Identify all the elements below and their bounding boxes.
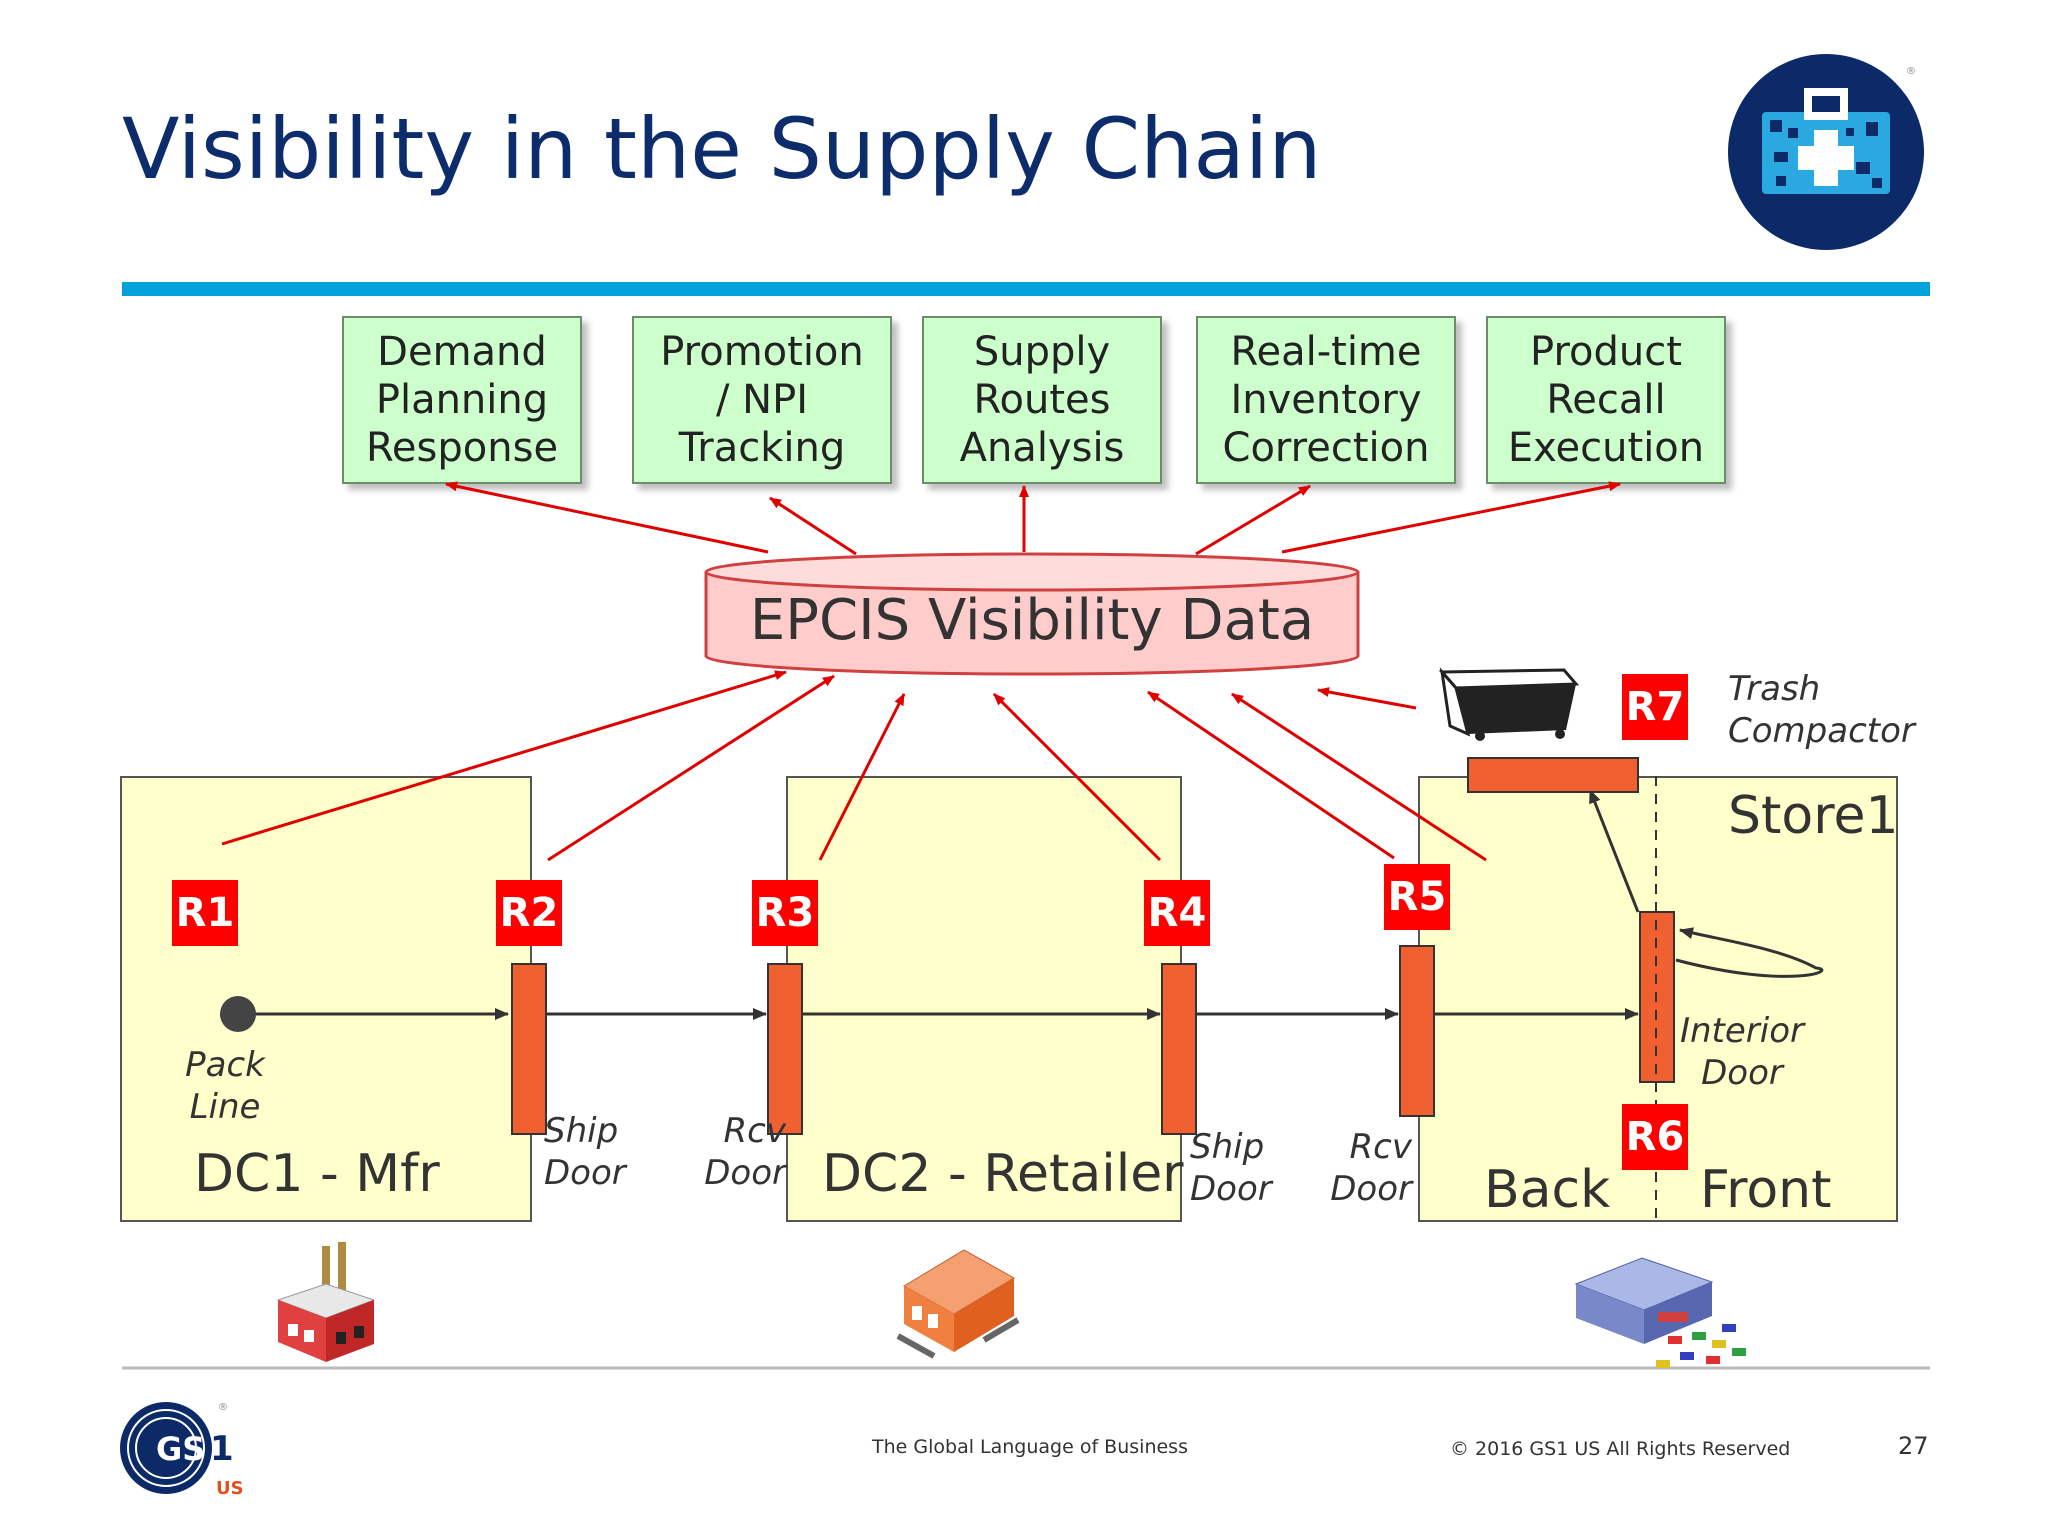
warehouse-icon bbox=[894, 1236, 1024, 1366]
zone-dc1 bbox=[120, 776, 532, 1222]
pack-line-dot bbox=[220, 996, 256, 1032]
reader-r4: R4 bbox=[1144, 880, 1210, 946]
interior-door-label: Interior Door bbox=[1679, 1011, 1805, 1093]
reader-r7: R7 bbox=[1622, 674, 1688, 740]
epcis-cylinder bbox=[704, 552, 1360, 676]
dc2-label: DC2 - Retailer bbox=[822, 1144, 1184, 1204]
rcv-door-2-bar bbox=[1399, 945, 1435, 1117]
reader-r3: R3 bbox=[752, 880, 818, 946]
reader-r6: R6 bbox=[1622, 1104, 1688, 1170]
app-product-recall: Product Recall Execution bbox=[1486, 316, 1726, 484]
ship-door-1-label: Ship Door bbox=[544, 1111, 626, 1193]
ship-door-2-label: Ship Door bbox=[1190, 1127, 1272, 1209]
svg-text:1: 1 bbox=[210, 1429, 234, 1469]
reader-r5: R5 bbox=[1384, 864, 1450, 930]
app-inventory-correction: Real-time Inventory Correction bbox=[1196, 316, 1456, 484]
title-divider bbox=[122, 282, 1930, 296]
app-demand-planning: Demand Planning Response bbox=[342, 316, 582, 484]
compactor-bar bbox=[1467, 757, 1639, 793]
svg-text:GS: GS bbox=[156, 1430, 205, 1468]
app-promotion-tracking: Promotion / NPI Tracking bbox=[632, 316, 892, 484]
page-number: 27 bbox=[1898, 1432, 1929, 1460]
app-supply-routes: Supply Routes Analysis bbox=[922, 316, 1162, 484]
rcv-door-1-label: Rcv Door bbox=[704, 1111, 786, 1193]
svg-text:®: ® bbox=[218, 1402, 228, 1413]
dumpster-icon: ♻ bbox=[1436, 660, 1586, 742]
trash-compactor-label: Trash Compactor bbox=[1728, 669, 1915, 751]
pack-line-label: Pack Line bbox=[185, 1045, 265, 1127]
factory-icon bbox=[270, 1240, 380, 1368]
dc1-label: DC1 - Mfr bbox=[194, 1144, 440, 1204]
svg-text:US: US bbox=[216, 1478, 244, 1499]
svg-text:®: ® bbox=[1906, 66, 1916, 77]
ship-door-1-bar bbox=[511, 963, 547, 1135]
page-title: Visibility in the Supply Chain bbox=[122, 100, 1322, 198]
front-label: Front bbox=[1700, 1160, 1832, 1220]
rcv-door-2-label: Rcv Door bbox=[1330, 1127, 1412, 1209]
rcv-door-1-bar bbox=[767, 963, 803, 1135]
ship-door-2-bar bbox=[1161, 963, 1197, 1135]
reader-r1: R1 bbox=[172, 880, 238, 946]
medical-qr-logo-icon: ® bbox=[1726, 52, 1926, 252]
store-label: Store1 bbox=[1728, 786, 1899, 846]
zone-dc2 bbox=[786, 776, 1182, 1222]
reader-r2: R2 bbox=[496, 880, 562, 946]
svg-text:♻: ♻ bbox=[1466, 693, 1493, 728]
back-label: Back bbox=[1484, 1160, 1611, 1220]
footer-copyright: © 2016 GS1 US All Rights Reserved bbox=[1450, 1438, 1791, 1460]
epcis-label: EPCIS Visibility Data bbox=[749, 588, 1315, 653]
footer-tagline: The Global Language of Business bbox=[872, 1436, 1188, 1458]
gs1-logo-icon: GS 1 ® US bbox=[116, 1398, 252, 1508]
store-icon bbox=[1572, 1236, 1772, 1380]
